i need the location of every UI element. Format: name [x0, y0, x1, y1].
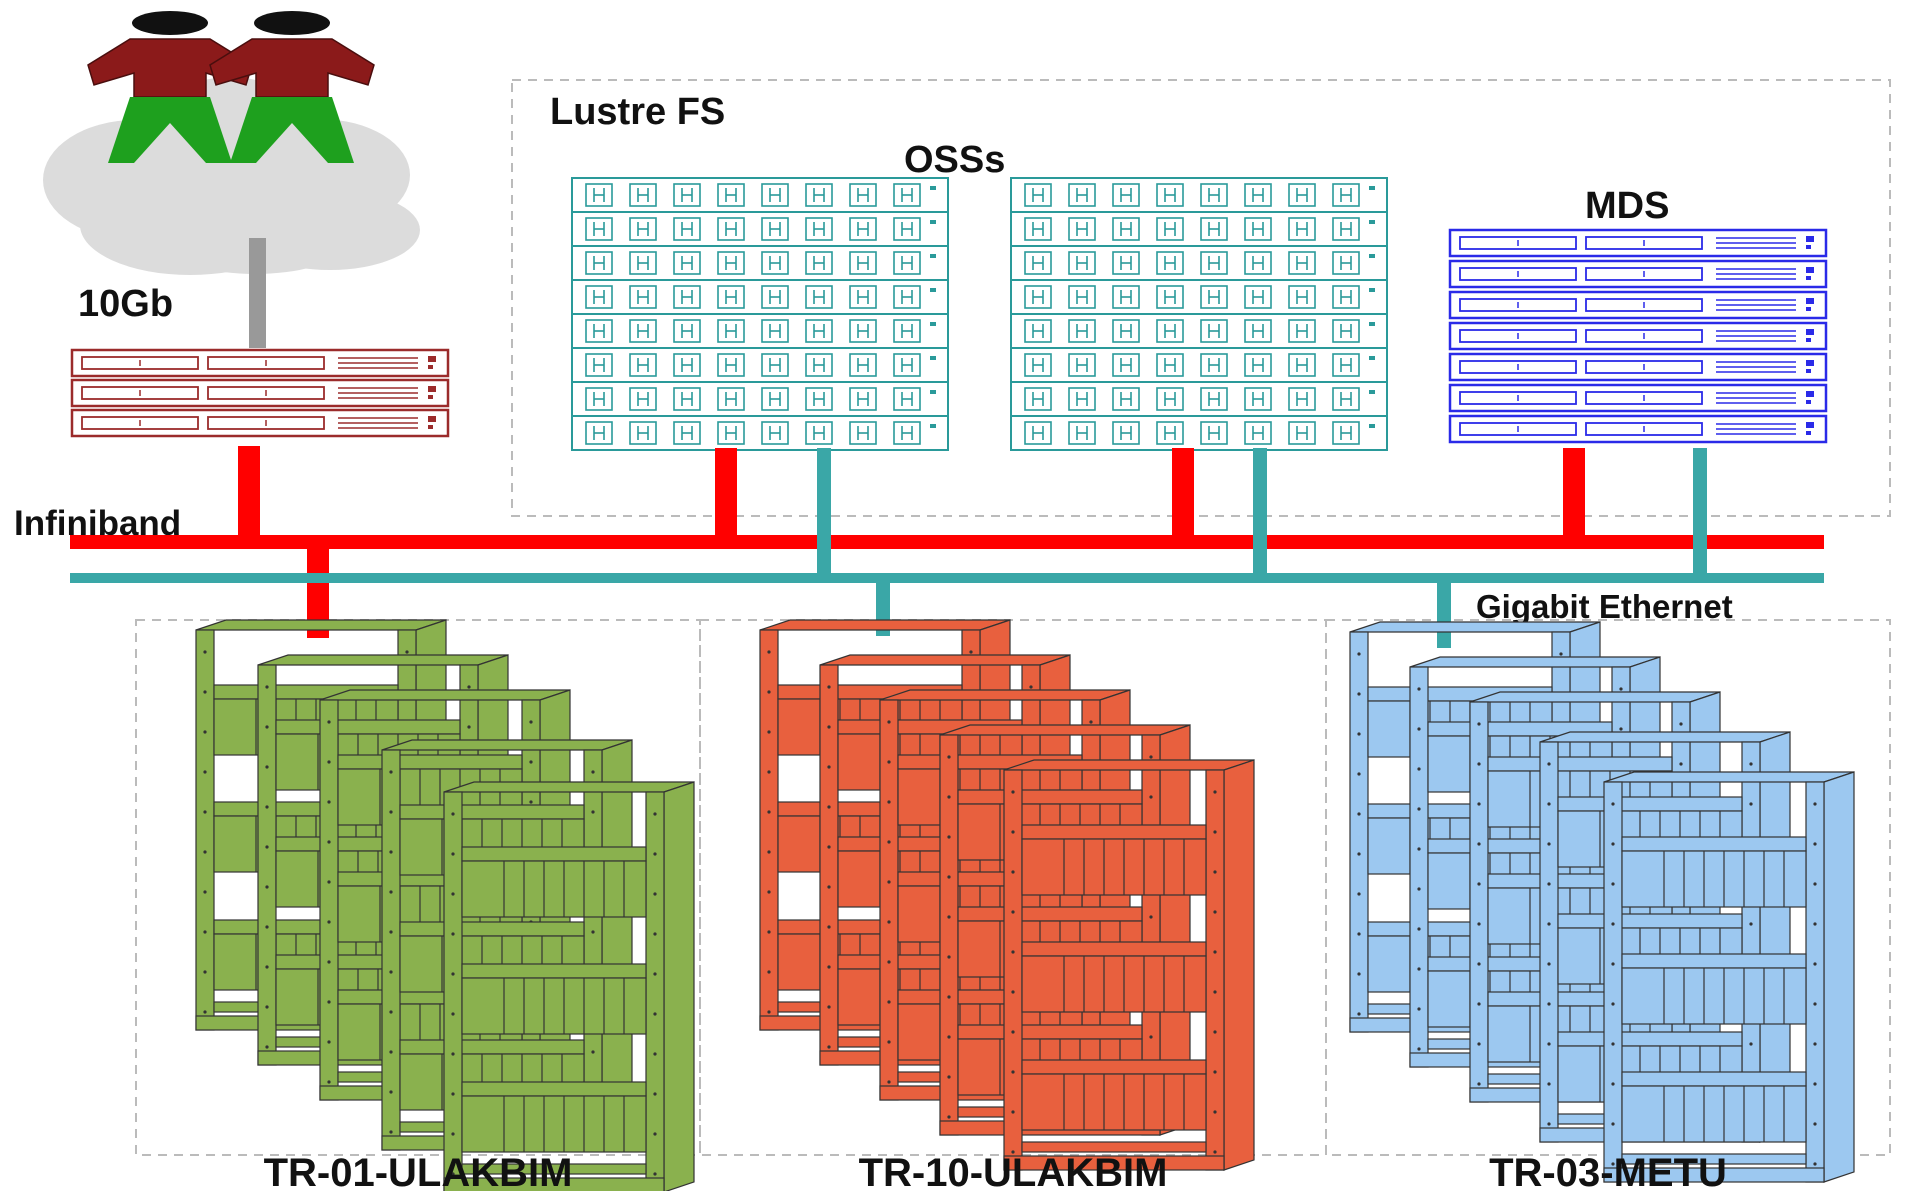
lustre-fs-frame	[511, 79, 1891, 517]
uplink-line	[249, 238, 266, 348]
login-node	[70, 348, 450, 438]
oss-server-1	[571, 177, 949, 451]
lustre-fs-label: Lustre FS	[550, 91, 725, 133]
mds-server	[1448, 228, 1828, 444]
cluster-rack-icon	[195, 619, 695, 1191]
cluster-name-tr03: TR-03-METU	[1489, 1151, 1727, 1191]
infiniband-bus	[70, 535, 1824, 549]
oss-server-2	[1010, 177, 1388, 451]
users-icon	[43, 10, 420, 275]
cloud-icon	[43, 77, 420, 275]
ethernet-bus	[70, 573, 1824, 583]
infiniband-links	[238, 446, 1585, 638]
oss-label: OSSs	[904, 139, 1005, 181]
uplink-label: 10Gb	[78, 283, 173, 325]
cluster-frame-tr01	[135, 619, 701, 1156]
mds-label: MDS	[1585, 185, 1669, 227]
cluster-rack-icon	[1349, 621, 1855, 1183]
cluster-rack-icon	[759, 619, 1255, 1171]
gigabit-ethernet-label: Gigabit Ethernet	[1476, 588, 1733, 625]
cluster-name-tr01: TR-01-ULAKBIM	[264, 1151, 573, 1191]
cluster-name-tr10: TR-10-ULAKBIM	[859, 1151, 1168, 1191]
